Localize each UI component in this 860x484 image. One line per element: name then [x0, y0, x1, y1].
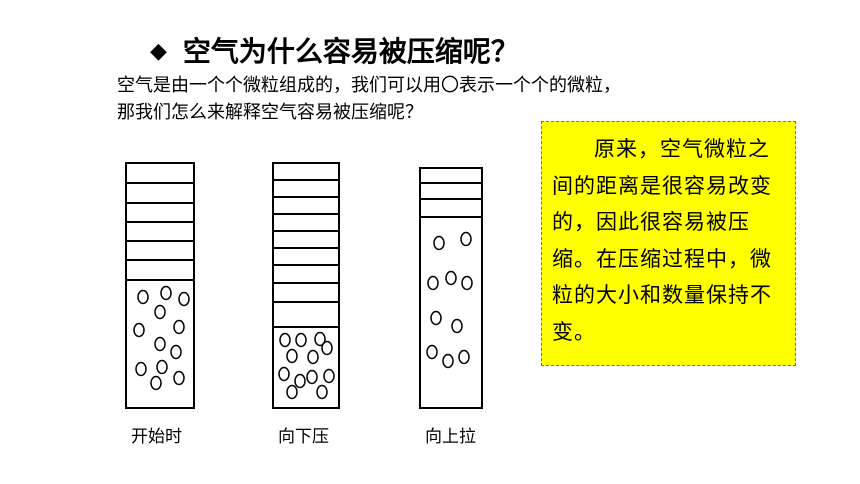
container-pulled-tube: [419, 167, 483, 409]
particles-initial: [133, 285, 190, 391]
container-pushed-tube: [272, 162, 340, 409]
intro-line-1: 空气是由一个个微粒组成的，我们可以用〇表示一个个的微粒，: [117, 75, 621, 96]
piston-initial: [126, 182, 194, 281]
container-initial: [125, 162, 195, 409]
caption-pushed: 向下压: [278, 427, 329, 447]
container-initial-tube: [125, 162, 195, 409]
slide-title-text: 空气为什么容易被压缩呢？: [182, 35, 519, 68]
caption-pulled: 向上拉: [425, 427, 476, 447]
intro-line-2: 那我们怎么来解释空气容易被压缩呢？: [117, 102, 423, 123]
piston-pulled: [420, 182, 482, 218]
explanation-note: 原来，空气微粒之间的距离是很容易改变的，因此很容易被压缩。在压缩过程中，微粒的大…: [541, 121, 796, 366]
container-pulled: [419, 167, 483, 409]
particles-pushed: [278, 331, 335, 400]
caption-initial: 开始时: [131, 427, 182, 447]
particles-pulled: [426, 231, 473, 369]
diamond-bullet-icon: ◆: [150, 39, 167, 64]
intro-text: 空气是由一个个微粒组成的，我们可以用〇表示一个个的微粒， 那我们怎么来解释空气容…: [117, 72, 621, 126]
piston-pushed: [273, 179, 339, 328]
slide-title: ◆ 空气为什么容易被压缩呢？: [150, 30, 519, 70]
container-pushed: [272, 162, 340, 409]
